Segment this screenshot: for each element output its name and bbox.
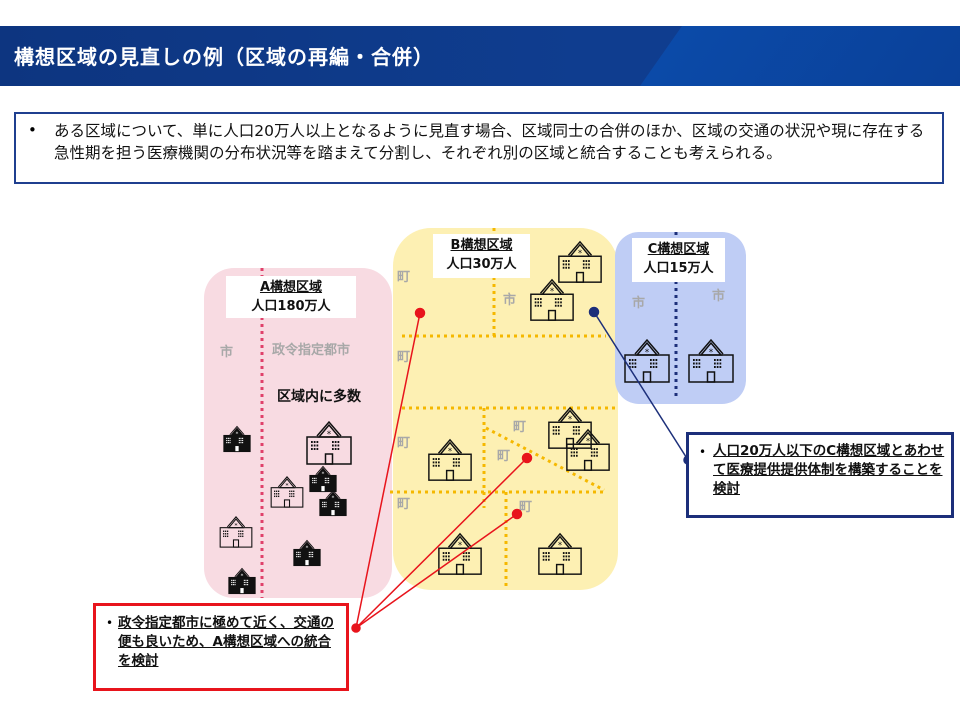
a-merge-text: 政令指定都市に極めて近く、交通の便も良いため、A構想区域への統合を検討 <box>118 615 334 669</box>
svg-text:*: * <box>578 249 583 259</box>
connector-dot <box>511 508 523 520</box>
connector-dot <box>414 307 426 319</box>
connector-line <box>593 311 689 461</box>
hospital-icon: * <box>222 424 252 457</box>
svg-text:*: * <box>458 541 463 551</box>
svg-text:*: * <box>568 415 573 425</box>
region-b-label: B構想区域 人口30万人 <box>433 234 530 278</box>
hospital-icon: * <box>556 238 604 288</box>
region-c-population: 人口15万人 <box>643 261 714 276</box>
town-label: 町 <box>397 436 411 451</box>
town-label: 町 <box>519 500 533 515</box>
city-label: 市 <box>712 289 726 304</box>
c-merge-callout: • 人口20万人以下のC構想区域とあわせて医療提供提供体制を構築することを検討 <box>686 432 954 518</box>
connector-dot <box>351 623 361 633</box>
svg-text:*: * <box>285 482 289 490</box>
region-c-label: C構想区域 人口15万人 <box>632 238 725 282</box>
connector-line <box>355 513 518 629</box>
hospital-icon: * <box>308 464 338 497</box>
region-c-name: C構想区域 <box>647 242 710 257</box>
connector-line <box>355 457 528 629</box>
c-merge-text: 人口20万人以下のC構想区域とあわせて医療提供提供体制を構築することを検討 <box>713 443 945 497</box>
hospital-icon: * <box>292 538 322 571</box>
bullet: • <box>106 616 114 630</box>
b-boundary-line <box>485 426 605 492</box>
connector-dot <box>588 306 600 318</box>
svg-text:*: * <box>645 348 650 358</box>
bullet: • <box>28 121 37 139</box>
hospital-icon: * <box>546 404 594 454</box>
hospital-icon: * <box>218 514 254 552</box>
svg-text:*: * <box>306 545 309 551</box>
region-b-population: 人口30万人 <box>446 257 517 272</box>
hospital-icon: * <box>528 276 576 326</box>
svg-text:*: * <box>236 431 239 437</box>
city-label: 市 <box>220 345 234 360</box>
svg-text:*: * <box>234 522 238 530</box>
svg-text:*: * <box>241 573 244 579</box>
page-title: 構想区域の見直しの例（区域の再編・合併） <box>14 45 434 69</box>
hospital-icon: * <box>436 530 484 580</box>
connector-dot <box>521 452 533 464</box>
svg-text:*: * <box>558 541 563 551</box>
svg-text:*: * <box>550 287 555 297</box>
hospital-icon: * <box>622 336 672 388</box>
town-label: 町 <box>397 497 411 512</box>
hospital-icon: * <box>686 336 736 388</box>
svg-text:*: * <box>586 437 591 447</box>
designated-city-label: 政令指定都市 <box>272 343 351 358</box>
town-label: 町 <box>397 270 411 285</box>
hospital-icon: * <box>564 426 612 476</box>
region-a-population: 人口180万人 <box>251 299 331 314</box>
city-label: 市 <box>632 296 646 311</box>
hospital-icon: * <box>318 488 348 521</box>
town-label: 町 <box>497 449 511 464</box>
city-label: 市 <box>503 293 517 308</box>
svg-text:*: * <box>322 471 325 477</box>
region-a-name: A構想区域 <box>259 280 323 295</box>
town-label: 町 <box>397 350 411 365</box>
connector-line <box>355 312 421 629</box>
hospital-icon: * <box>227 566 257 599</box>
region-a-label: A構想区域 人口180万人 <box>226 276 356 318</box>
hospital-icon: * <box>426 436 474 486</box>
svg-text:*: * <box>448 447 453 457</box>
town-label: 町 <box>513 420 527 435</box>
svg-text:*: * <box>327 430 332 440</box>
region-b-name: B構想区域 <box>450 238 513 253</box>
intro-text: ある区域について、単に人口20万人以上となるように見直す場合、区域同士の合併のほ… <box>54 122 925 162</box>
intro-box: • ある区域について、単に人口20万人以上となるように見直す場合、区域同士の合併… <box>14 112 944 184</box>
hospital-icon: * <box>269 474 305 512</box>
svg-text:*: * <box>332 495 335 501</box>
svg-text:*: * <box>709 348 714 358</box>
bullet: • <box>699 445 707 459</box>
many-hospitals-label: 区域内に多数 <box>277 389 361 405</box>
a-merge-callout: • 政令指定都市に極めて近く、交通の便も良いため、A構想区域への統合を検討 <box>93 603 349 691</box>
hospital-icon: * <box>536 530 584 580</box>
hospital-icon: * <box>304 418 354 470</box>
header-bar: 構想区域の見直しの例（区域の再編・合併） <box>0 26 960 86</box>
